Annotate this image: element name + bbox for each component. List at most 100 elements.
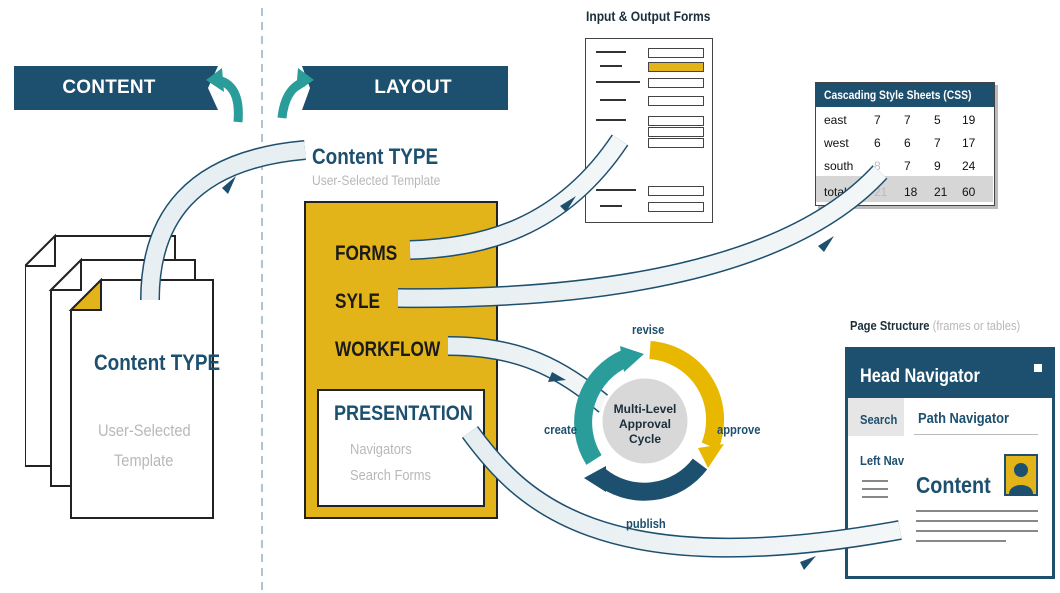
- head-navigator-label: Head Navigator: [860, 366, 980, 387]
- form-line: [600, 65, 622, 67]
- css-cell-r2-c1: 8: [874, 159, 881, 173]
- document-corner-fold: [68, 277, 102, 311]
- cycle-arc-create: [574, 349, 630, 465]
- layout-banner-label: LAYOUT: [374, 77, 452, 98]
- css-cell-r0-c3: 5: [934, 113, 941, 127]
- css-cell-r1-c2: 6: [904, 136, 911, 150]
- form-field: [648, 48, 704, 58]
- page-structure-note: (frames or tables): [932, 318, 1021, 333]
- content-banner-tip: [204, 66, 218, 110]
- form-line: [596, 51, 626, 53]
- css-cell-r1-c4: 17: [962, 136, 976, 150]
- css-cell-r1-c3: 7: [934, 136, 941, 150]
- css-cell-r2-c2: 7: [904, 159, 911, 173]
- form-line: [600, 205, 622, 207]
- css-cell-r2-c0: south: [824, 159, 854, 173]
- css-cell-r1-c0: west: [824, 136, 849, 150]
- presentation-title: PRESENTATION: [334, 402, 473, 425]
- doc-to-type-arrow: [141, 141, 306, 301]
- cycle-arc-revise-approve: [649, 341, 725, 450]
- presentation-flow-arrowhead: [800, 556, 816, 570]
- css-cell-r1-c1: 6: [874, 136, 881, 150]
- cycle-center-line3: Cycle: [628, 432, 662, 446]
- doc-to-type-arrowhead: [222, 176, 236, 194]
- css-cell-r3-c2: 18: [904, 185, 918, 199]
- cycle-arrowhead-publish: [584, 466, 606, 492]
- forms-flow-arrow: [409, 135, 628, 259]
- forms-panel-title: Input & Output Forms: [586, 8, 711, 24]
- cycle-label-revise: revise: [632, 322, 665, 337]
- css-cell-r0-c0: east: [824, 113, 847, 127]
- document-subtitle-line2: Template: [114, 451, 174, 470]
- css-cell-r0-c1: 7: [874, 113, 881, 127]
- cycle-arrowhead-approve: [698, 444, 724, 468]
- css-cell-r2-c4: 24: [962, 159, 976, 173]
- document-content-type-title: Content TYPE: [94, 350, 221, 375]
- cycle-arrowhead-create: [620, 346, 644, 372]
- form-line: [596, 81, 640, 83]
- search-label: Search: [860, 412, 898, 427]
- page-structure-title: Page Structure: [850, 318, 930, 333]
- path-navigator-label: Path Navigator: [918, 410, 1010, 427]
- css-cell-r2-c3: 9: [934, 159, 941, 173]
- content-line: [916, 540, 1006, 542]
- content-banner: CONTENT: [14, 66, 204, 110]
- form-field-highlighted: [648, 62, 704, 72]
- cycle-center-line1: Multi-Level: [613, 402, 677, 416]
- css-cell-r0-c2: 7: [904, 113, 911, 127]
- split-arrows: [206, 68, 314, 123]
- form-field: [648, 186, 704, 196]
- cycle-center-text: Multi-Level Approval Cycle: [605, 402, 685, 447]
- form-field: [648, 96, 704, 106]
- forms-flow-arrowhead: [560, 196, 576, 212]
- approval-cycle: [574, 341, 725, 501]
- user-avatar-icon: [1004, 454, 1038, 496]
- presentation-navigators: Navigators: [350, 441, 412, 458]
- form-field: [648, 138, 704, 148]
- left-nav-line: [862, 480, 888, 482]
- workflow-label: WORKFLOW: [335, 338, 441, 361]
- search-cell: [848, 398, 904, 436]
- form-line: [596, 189, 636, 191]
- style-label: SYLE: [335, 290, 380, 313]
- style-flow-arrowhead: [818, 236, 834, 252]
- css-cell-r0-c4: 19: [962, 113, 976, 127]
- form-field: [648, 127, 704, 137]
- form-field: [648, 202, 704, 212]
- path-divider: [914, 434, 1038, 435]
- content-line: [916, 510, 1038, 512]
- cycle-label-publish: publish: [626, 516, 666, 531]
- teal-arrow-right-head: [296, 68, 314, 92]
- forms-label: FORMS: [335, 242, 398, 265]
- form-line: [600, 99, 626, 101]
- form-field: [648, 78, 704, 88]
- presentation-flow-arrow: [463, 426, 902, 557]
- cycle-label-approve: approve: [717, 422, 761, 437]
- head-navigator-bar: [848, 350, 1052, 398]
- document-stack-back: [25, 233, 214, 519]
- cycle-center-line2: Approval: [618, 417, 671, 431]
- teal-arrow-left-head: [206, 68, 224, 92]
- content-line: [916, 530, 1038, 532]
- style-flow-arrow: [397, 166, 887, 307]
- cycle-label-create: create: [544, 422, 577, 437]
- content-line: [916, 520, 1038, 522]
- presentation-box: [317, 389, 485, 507]
- forms-panel: [585, 38, 713, 223]
- presentation-search-forms: Search Forms: [350, 467, 432, 484]
- content-type-top-title: Content TYPE: [312, 144, 439, 169]
- cycle-arc-publish: [594, 458, 708, 501]
- css-panel-header: Cascading Style Sheets (CSS): [816, 83, 994, 107]
- css-panel-title: Cascading Style Sheets (CSS): [824, 88, 972, 102]
- page-structure-label: Page Structure (frames or tables): [850, 318, 1020, 333]
- cycle-center-disc: [599, 375, 691, 467]
- css-cell-r3-c4: 60: [962, 185, 976, 199]
- left-nav-line: [862, 496, 888, 498]
- form-field: [648, 116, 704, 126]
- content-banner-label: CONTENT: [62, 77, 156, 98]
- window-square-icon: [1034, 364, 1042, 372]
- document-subtitle-line1: User-Selected: [98, 421, 191, 440]
- layout-banner: LAYOUT: [318, 66, 508, 110]
- left-nav-line: [862, 488, 888, 490]
